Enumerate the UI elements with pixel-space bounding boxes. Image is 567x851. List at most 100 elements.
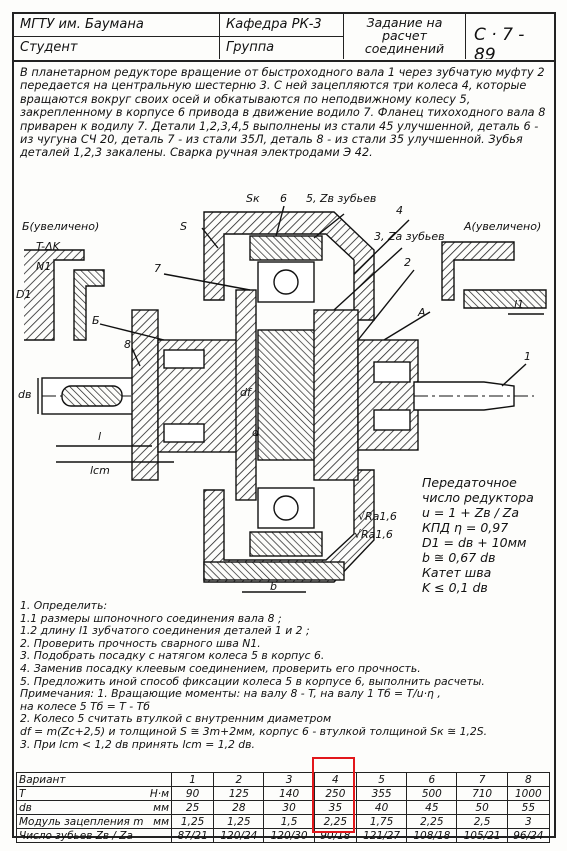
- table-cell: 355: [355, 786, 408, 801]
- task-line: 1.2 длину l1 зубчатого соединения детале…: [20, 624, 310, 638]
- table-cell: 120/24: [213, 828, 265, 843]
- table-row: T Н·м 90 125 140 250 355 500 710 1000: [16, 786, 551, 801]
- row-header: dв мм: [16, 800, 172, 815]
- formula-weld-leg: K ≤ 0,1 dв: [422, 580, 488, 595]
- variant-4-highlight: [312, 757, 355, 833]
- gearbox-section-svg: [24, 205, 547, 593]
- table-cell: 121/27: [355, 828, 408, 843]
- task-line: 1. Определить:: [20, 599, 108, 612]
- table-cell: 7: [456, 772, 508, 787]
- table-cell: 1,75: [355, 814, 408, 829]
- department-label: Кафедра РК-3: [220, 14, 344, 37]
- shaft-diameter-label: dв: [18, 388, 32, 401]
- university-name: МГТУ им. Баумана: [14, 14, 220, 37]
- table-cell: 125: [213, 786, 265, 801]
- part-1-label: 1: [524, 350, 531, 363]
- row-label: Модуль зацепления m: [19, 815, 144, 828]
- part-2-label: 2: [404, 256, 411, 269]
- width-b-label: b: [270, 580, 277, 593]
- task-line: 3. При lcm < 1,2 dв принять lcm = 1,2 dв…: [20, 737, 255, 751]
- table-cell: 25: [170, 800, 215, 815]
- table-cell: 2,5: [456, 814, 508, 829]
- task-line: 2. Колесо 5 считать втулкой с внутренним…: [20, 712, 332, 726]
- key-length-label: l: [98, 430, 102, 443]
- ratio-formula-block: Передаточное число редуктора u = 1 + Zв …: [422, 475, 552, 595]
- housing-thickness-label: Sк: [246, 192, 260, 205]
- description-text: В планетарном редукторе вращение от быст…: [20, 66, 546, 160]
- table-cell: 2: [213, 772, 265, 787]
- spline-length-label: l1: [514, 298, 525, 311]
- table-cell: 96/24: [506, 828, 551, 843]
- table-cell: 40: [355, 800, 408, 815]
- row-label: T: [19, 787, 26, 800]
- table-cell: 1,5: [263, 814, 315, 829]
- formula-efficiency: КПД η = 0,97: [422, 520, 509, 535]
- table-cell: 140: [263, 786, 315, 801]
- task-line: df = m(Zс+2,5) и толщиной S ≅ 3m+2мм, ко…: [20, 724, 488, 738]
- table-cell: 1: [170, 772, 215, 787]
- task-line: Примечания: 1. Вращающие моменты: на вал…: [20, 687, 441, 701]
- task-line: 1.1 размеры шпоночного соединения вала 8…: [20, 611, 282, 625]
- view-a-label: А(увеличено): [464, 220, 542, 233]
- task-title: Задание на расчет соединений: [344, 14, 466, 59]
- row-label: Вариант: [19, 773, 66, 786]
- sheet-code: С · 7 - 89: [474, 25, 525, 59]
- table-cell: 6: [406, 772, 458, 787]
- row-label: Число зубьев Zв / Za: [19, 829, 133, 842]
- roughness-1-label: √Ra1,6: [358, 510, 397, 523]
- thickness-s-label: S: [180, 220, 187, 233]
- table-row: Модуль зацепления m мм 1,25 1,25 1,5 2,2…: [16, 814, 551, 829]
- row-unit: мм: [153, 815, 169, 828]
- table-cell: 8: [506, 772, 551, 787]
- task-line: на колесе 5 Tб = T - Tб: [20, 699, 150, 713]
- table-cell: 108/18: [406, 828, 458, 843]
- root-diameter-label: df: [240, 386, 251, 399]
- student-label: Студент: [14, 37, 220, 59]
- formula-title-1: Передаточное: [422, 475, 517, 490]
- weld-leg-label: T-ΔK: [36, 240, 60, 253]
- part-8-label: 8: [124, 338, 131, 351]
- table-cell: 55: [506, 800, 551, 815]
- table-cell: 1000: [506, 786, 551, 801]
- formula-weld-leg-title: Катет шва: [422, 565, 492, 580]
- diameter-d-label: d: [252, 426, 259, 439]
- table-cell: 28: [213, 800, 265, 815]
- table-cell: 1,25: [170, 814, 215, 829]
- row-header: Вариант: [16, 772, 172, 787]
- weld-n1-label: N1: [36, 260, 52, 273]
- table-cell: 710: [456, 786, 508, 801]
- part-3-label: 3, Za зубьев: [374, 230, 445, 243]
- group-label: Группа: [220, 37, 344, 59]
- section-b-label: Б: [92, 314, 100, 327]
- table-cell: 105/21: [456, 828, 508, 843]
- gearbox-drawing: Б(увеличено) T-ΔK N1 Sк 6 5, Zв зубьев 4…: [14, 190, 554, 600]
- part-4-label: 4: [396, 204, 403, 217]
- row-header: Модуль зацепления m мм: [16, 814, 172, 829]
- formula-width: b ≅ 0,67 dв: [422, 550, 496, 565]
- flange-diameter-label: D1: [16, 288, 32, 301]
- formula-title-2: число редуктора: [422, 490, 534, 505]
- table-cell: 2,25: [406, 814, 458, 829]
- table-cell: 90: [170, 786, 215, 801]
- view-b-label: Б(увеличено): [22, 220, 100, 233]
- table-cell: 500: [406, 786, 458, 801]
- table-cell: 2,25: [313, 814, 357, 829]
- hub-length-label: lcm: [90, 464, 110, 477]
- part-6-label: 6: [280, 192, 287, 205]
- part-7-label: 7: [154, 262, 161, 275]
- task-line: 5. Предложить иной способ фиксации колес…: [20, 674, 485, 688]
- assignment-sheet: МГТУ им. Баумана Студент Кафедра РК-3 Гр…: [12, 12, 556, 843]
- table-cell: 45: [406, 800, 458, 815]
- table-cell: 5: [355, 772, 408, 787]
- row-unit: мм: [153, 801, 169, 814]
- table-cell: 1,25: [213, 814, 265, 829]
- task-list: 1. Определить: 1.1 размеры шпоночного со…: [20, 599, 552, 751]
- variant-table: Вариант 1 2 3 4 5 6 7 8 T Н·м 90 125 140…: [16, 772, 551, 843]
- table-cell: 50: [456, 800, 508, 815]
- table-cell: 30: [263, 800, 315, 815]
- table-row: dв мм 25 28 30 35 40 45 50 55: [16, 800, 551, 815]
- table-cell: 3: [506, 814, 551, 829]
- formula-ratio: u = 1 + Zв / Za: [422, 505, 520, 520]
- section-a-label: А: [418, 306, 426, 319]
- table-row: Число зубьев Zв / Za 87/21 120/24 120/30…: [16, 828, 551, 843]
